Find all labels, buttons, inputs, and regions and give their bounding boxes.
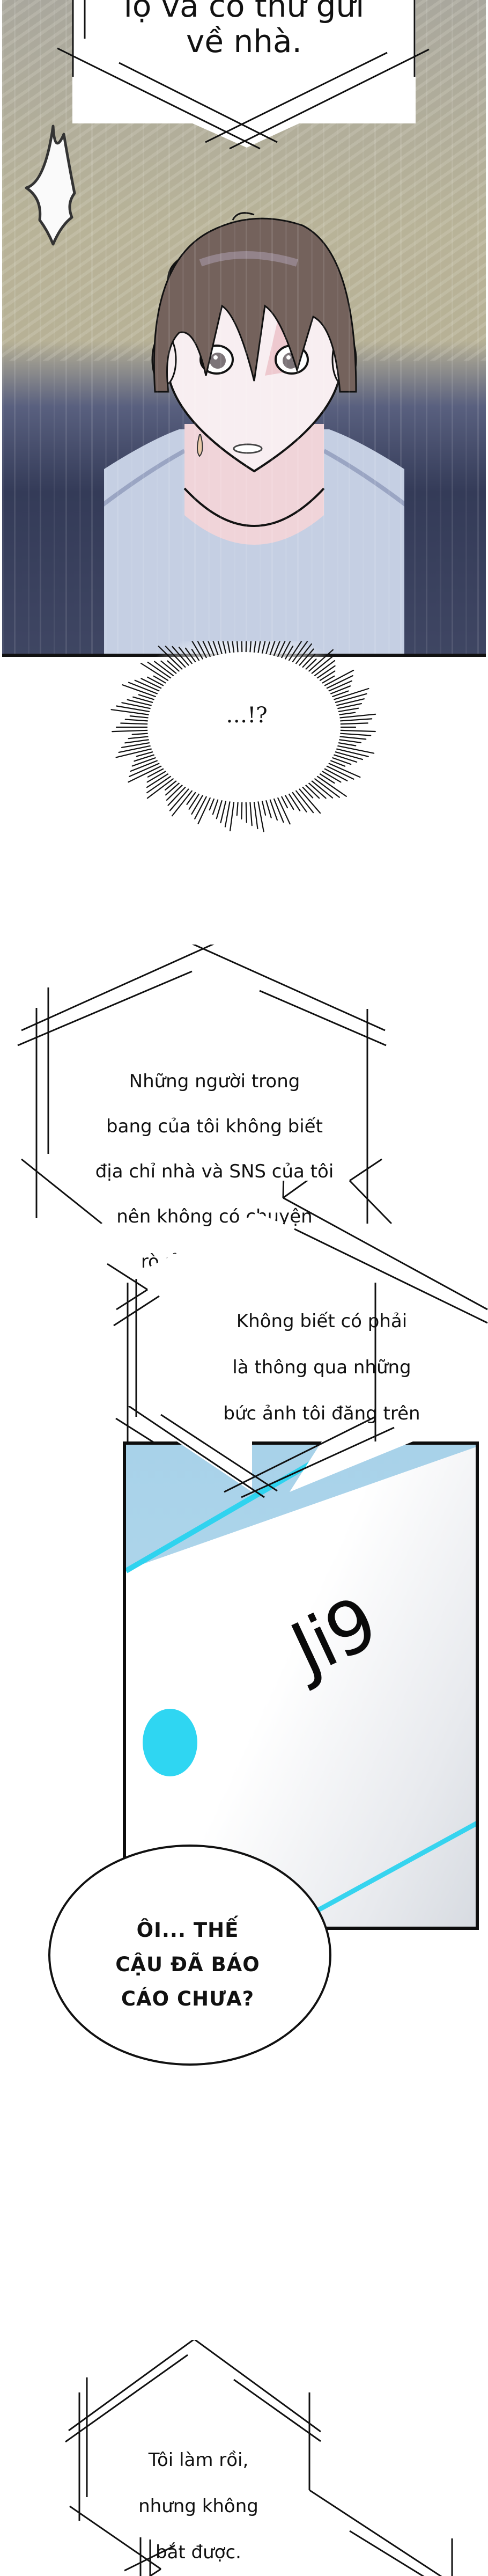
speech-line: cáo chưa? (121, 1987, 255, 2010)
narration-line: địa chỉ nhà và SNS của tôi (95, 1161, 334, 1182)
narration-line: Những người trong (129, 1071, 300, 1092)
burst-bubble-text: …!? (226, 703, 268, 728)
narration-line: nhưng không (138, 2496, 258, 2517)
spiky-emphasis-bubble (25, 125, 76, 246)
narration-line: Không biết có phải (236, 1311, 408, 1332)
narration-line: Tôi làm rồi, (148, 2449, 249, 2471)
burst-bubble (110, 641, 376, 832)
speech-bubble (48, 1845, 331, 2066)
narration-line: bắt được. (156, 2542, 241, 2563)
speech-line: Ôi... thế (136, 1919, 239, 1942)
character-illustration (104, 212, 404, 655)
narration-box-top-frame (57, 0, 430, 150)
narration-line: là thông qua những (232, 1357, 411, 1378)
narration-box-2-tail (127, 1406, 413, 1498)
narration-box-3-frame (65, 2340, 456, 2576)
narration-line: bức ảnh tôi đăng trên (223, 1403, 420, 1424)
narration-3-text: Tôi làm rồi, nhưng không bắt được. (123, 2426, 273, 2576)
narration-1-text: Những người trong bang của tôi không biế… (64, 1048, 365, 1296)
speech-bubble-text: Ôi... thế cậu đã báo cáo chưa? (75, 1913, 300, 2016)
status-dot-icon (143, 1709, 197, 1776)
narration-line: nên không có chuyện (116, 1206, 313, 1227)
speech-line: cậu đã báo (115, 1953, 260, 1976)
narration-line: bang của tôi không biết (106, 1116, 323, 1137)
narration-box-1-frame (17, 945, 393, 1224)
narration-box-2-frame (107, 1181, 488, 1449)
narration-top-text: lộ và có thư gửi về nhà. (72, 0, 416, 59)
narration-line: về nhà. (186, 23, 302, 60)
narration-line: lộ và có thư gửi (123, 0, 365, 24)
